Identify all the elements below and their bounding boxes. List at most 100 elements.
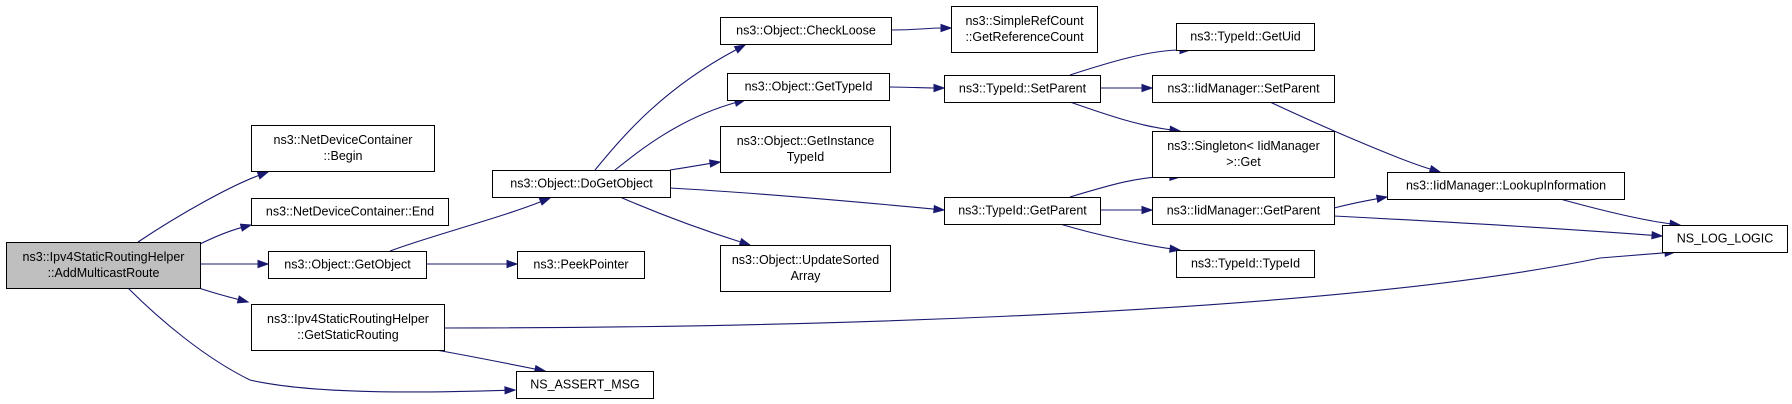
edge-line — [127, 287, 507, 393]
arrowhead — [1141, 205, 1154, 215]
edge-line — [1269, 101, 1432, 170]
node-box — [1176, 23, 1315, 51]
arrowhead — [933, 204, 946, 214]
arrowhead — [1375, 194, 1389, 203]
edge-check-loose-to-get-reference-count — [890, 23, 953, 33]
node-box — [720, 17, 892, 45]
arrowhead — [1141, 83, 1154, 93]
node-box — [6, 242, 201, 289]
node-iid-getparent[interactable]: ns3::IidManager::GetParent — [1152, 197, 1335, 225]
edge-typeid-getparent-to-typeid-typeid — [1059, 223, 1182, 253]
node-peek-pointer[interactable]: ns3::PeekPointer — [517, 251, 645, 279]
node-label: ns3::PeekPointer — [533, 258, 628, 272]
arrowhead — [256, 171, 270, 180]
node-check-loose[interactable]: ns3::Object::CheckLoose — [720, 17, 892, 45]
arrowhead — [239, 223, 253, 232]
node-label: ns3::IidManager::GetParent — [1167, 204, 1321, 218]
node-typeid-setparent[interactable]: ns3::TypeId::SetParent — [944, 75, 1101, 103]
edge-line — [1333, 198, 1379, 209]
edge-line — [1333, 215, 1654, 236]
node-singleton-get[interactable]: ns3::Singleton< IidManager >::Get — [1152, 131, 1335, 178]
edge-typeid-setparent-to-singleton-get — [1069, 101, 1182, 134]
edge-add-multicast-route-to-ndc-begin — [137, 171, 270, 243]
edge-add-multicast-route-to-object-getobject — [200, 259, 270, 269]
node-label: ns3::NetDeviceContainer — [274, 133, 413, 147]
node-label: ::GetStaticRouting — [297, 328, 398, 342]
node-label: Array — [791, 269, 822, 283]
arrowhead — [733, 44, 747, 54]
node-label: TypeId — [787, 150, 825, 164]
nodes-layer: ns3::Ipv4StaticRoutingHelper::AddMultica… — [6, 6, 1788, 399]
edge-line — [1069, 49, 1182, 76]
edge-add-multicast-route-to-ndc-end — [195, 223, 253, 247]
node-label: ns3::IidManager::SetParent — [1167, 82, 1320, 96]
arrowhead — [1651, 231, 1664, 240]
node-label: NS_ASSERT_MSG — [530, 378, 640, 392]
edge-line — [1069, 101, 1172, 131]
node-label: ns3::Object::GetInstance — [737, 134, 875, 148]
node-iid-setparent[interactable]: ns3::IidManager::SetParent — [1152, 75, 1335, 103]
node-label: ns3::TypeId::SetParent — [959, 82, 1087, 96]
node-label: ns3::TypeId::TypeId — [1191, 257, 1300, 271]
edge-line — [890, 27, 943, 31]
node-typeid-getuid[interactable]: ns3::TypeId::GetUid — [1176, 23, 1315, 51]
node-box — [951, 6, 1098, 53]
node-get-reference-count[interactable]: ns3::SimpleRefCount::GetReferenceCount — [951, 6, 1098, 53]
node-box — [516, 371, 654, 399]
edge-object-getobject-to-peek-pointer — [426, 259, 519, 269]
node-object-getobject[interactable]: ns3::Object::GetObject — [268, 251, 427, 279]
node-label: ns3::Ipv4StaticRoutingHelper — [23, 250, 185, 264]
node-label: ns3::Object::DoGetObject — [510, 177, 653, 191]
edge-line — [1059, 223, 1172, 250]
node-box — [1152, 197, 1335, 225]
node-label: ns3::TypeId::GetParent — [958, 204, 1087, 218]
edge-line — [389, 200, 542, 252]
edge-get-static-routing-to-ns-assert-msg — [435, 349, 547, 374]
node-ns-log-logic[interactable]: NS_LOG_LOGIC — [1662, 225, 1788, 253]
node-typeid-typeid[interactable]: ns3::TypeId::TypeId — [1176, 250, 1315, 278]
node-label: ns3::NetDeviceContainer::End — [266, 205, 434, 219]
node-label: ::Begin — [324, 149, 363, 163]
node-box — [268, 251, 427, 279]
node-ndc-end[interactable]: ns3::NetDeviceContainer::End — [251, 198, 449, 226]
node-typeid-getparent[interactable]: ns3::TypeId::GetParent — [944, 197, 1101, 225]
edge-typeid-setparent-to-iid-setparent — [1099, 83, 1154, 93]
node-label: ns3::Object::GetTypeId — [745, 80, 873, 94]
edge-get-type-id-to-typeid-setparent — [888, 83, 946, 93]
edge-line — [435, 349, 537, 370]
node-label: ns3::Object::UpdateSorted — [732, 253, 879, 267]
node-label: ns3::IidManager::LookupInformation — [1406, 179, 1606, 193]
edge-line — [614, 101, 737, 171]
edge-do-get-object-to-typeid-getparent — [669, 187, 946, 214]
node-get-static-routing[interactable]: ns3::Ipv4StaticRoutingHelper::GetStaticR… — [251, 304, 445, 351]
node-ns-assert-msg[interactable]: NS_ASSERT_MSG — [516, 371, 654, 399]
node-box — [944, 75, 1101, 103]
arrowhead — [506, 259, 519, 269]
node-box — [1387, 172, 1625, 200]
edge-do-get-object-to-get-instance-type-id — [669, 159, 722, 171]
edge-add-multicast-route-to-get-static-routing — [195, 286, 250, 304]
edge-iid-getparent-to-iid-lookup — [1333, 194, 1389, 209]
edge-line — [137, 174, 260, 243]
node-box — [251, 125, 435, 172]
edge-object-getobject-to-do-get-object — [389, 197, 552, 252]
arrowhead — [257, 259, 270, 269]
node-label: >::Get — [1226, 155, 1261, 169]
node-ndc-begin[interactable]: ns3::NetDeviceContainer::Begin — [251, 125, 435, 172]
node-box — [727, 73, 890, 101]
arrowhead — [940, 23, 953, 33]
edge-typeid-getparent-to-iid-getparent — [1099, 205, 1154, 215]
node-iid-lookup[interactable]: ns3::IidManager::LookupInformation — [1387, 172, 1625, 200]
edge-line — [669, 162, 712, 171]
node-add-multicast-route[interactable]: ns3::Ipv4StaticRoutingHelper::AddMultica… — [6, 242, 201, 289]
arrowhead — [708, 159, 722, 168]
node-label: ns3::Ipv4StaticRoutingHelper — [267, 312, 429, 326]
node-box — [720, 126, 891, 173]
edge-do-get-object-to-check-loose — [594, 44, 747, 171]
node-do-get-object[interactable]: ns3::Object::DoGetObject — [492, 170, 671, 198]
node-get-type-id[interactable]: ns3::Object::GetTypeId — [727, 73, 890, 101]
edge-line — [195, 226, 243, 247]
